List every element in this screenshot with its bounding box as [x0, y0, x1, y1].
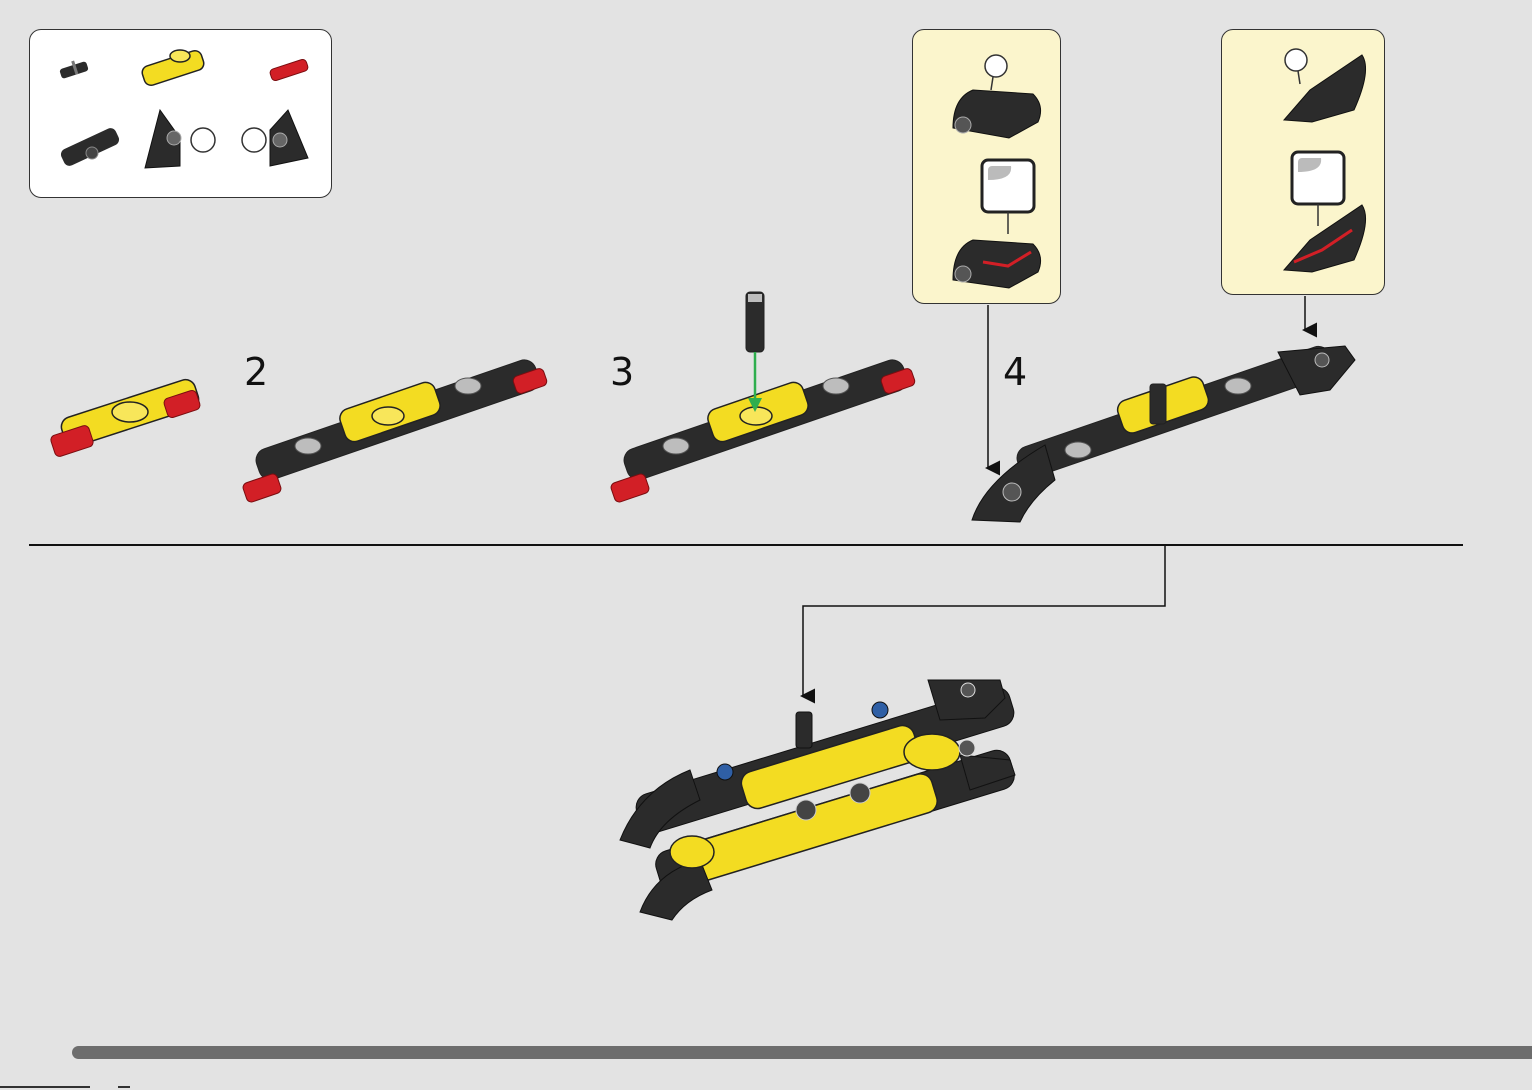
footer-rule-left: [0, 1086, 90, 1088]
footer-rule-mark: [118, 1086, 130, 1088]
step3-assembly: [610, 292, 916, 503]
progress-bar: [72, 1046, 1532, 1059]
final-assembly: [620, 680, 1018, 920]
step4-assembly: [972, 296, 1355, 522]
assembly-connector-arrow: [803, 546, 1165, 696]
step1-assembly: [50, 377, 202, 458]
step2-assembly: [242, 357, 548, 504]
